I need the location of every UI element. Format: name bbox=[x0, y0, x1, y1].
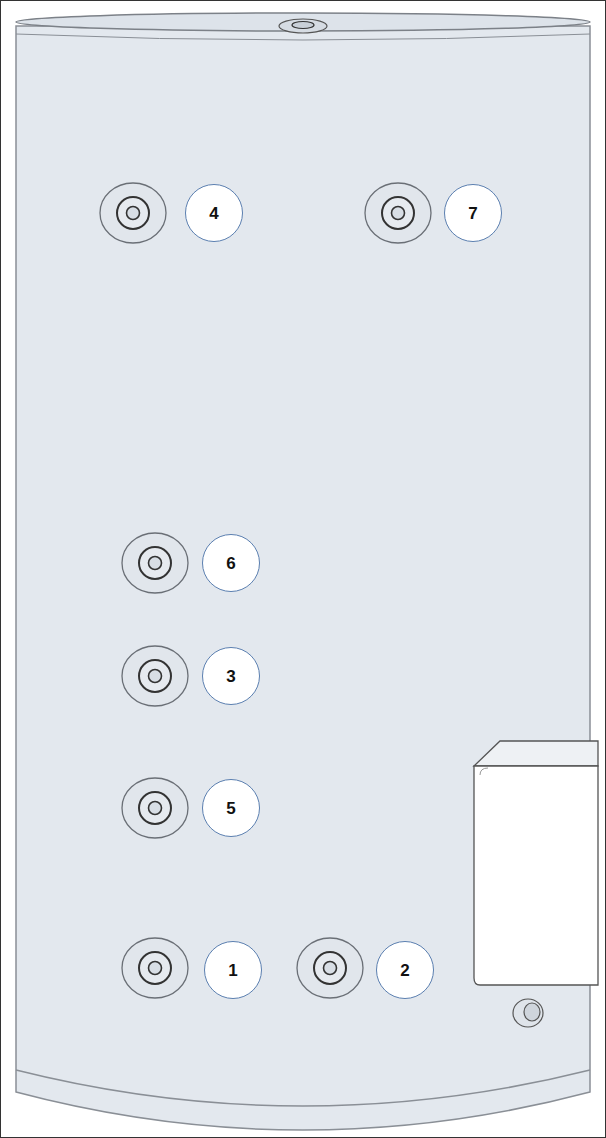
callout-circle: 6 bbox=[202, 534, 260, 592]
callout-number: 2 bbox=[400, 962, 409, 979]
port-bore bbox=[149, 962, 162, 975]
port-ring bbox=[117, 197, 149, 229]
port-bore bbox=[127, 207, 140, 220]
port-ring bbox=[139, 660, 171, 692]
callout-circle: 7 bbox=[444, 184, 502, 242]
port-flange bbox=[122, 938, 188, 998]
callout-number: 1 bbox=[228, 962, 237, 979]
callout-number: 6 bbox=[226, 555, 235, 572]
tank-top bbox=[16, 13, 590, 31]
port-bore bbox=[149, 670, 162, 683]
callout-number: 4 bbox=[209, 205, 218, 222]
port-flange bbox=[122, 646, 188, 706]
port-ring bbox=[139, 547, 171, 579]
callout-number: 7 bbox=[468, 205, 477, 222]
callout-circle: 2 bbox=[376, 941, 434, 999]
port-bore bbox=[324, 962, 337, 975]
tank-base-line bbox=[16, 1070, 590, 1106]
port-ring bbox=[139, 792, 171, 824]
callout-number: 5 bbox=[226, 800, 235, 817]
terminal-box bbox=[474, 741, 598, 985]
top-fitting bbox=[279, 19, 327, 33]
port-bore bbox=[392, 207, 405, 220]
callout-number: 3 bbox=[226, 668, 235, 685]
port-bore bbox=[149, 557, 162, 570]
port-ring bbox=[382, 197, 414, 229]
ports bbox=[100, 183, 431, 998]
callout-circle: 4 bbox=[185, 184, 243, 242]
callout-circle: 5 bbox=[202, 779, 260, 837]
port-ring bbox=[314, 952, 346, 984]
tank-top-rim bbox=[16, 34, 590, 40]
port-flange bbox=[122, 778, 188, 838]
port-flange bbox=[122, 533, 188, 593]
callout-circle: 3 bbox=[202, 647, 260, 705]
port-flange bbox=[100, 183, 166, 243]
port-flange bbox=[365, 183, 431, 243]
port-flange bbox=[297, 938, 363, 998]
callout-circle: 1 bbox=[204, 941, 262, 999]
port-ring bbox=[139, 952, 171, 984]
drain-fitting bbox=[513, 999, 543, 1027]
port-bore bbox=[149, 802, 162, 815]
